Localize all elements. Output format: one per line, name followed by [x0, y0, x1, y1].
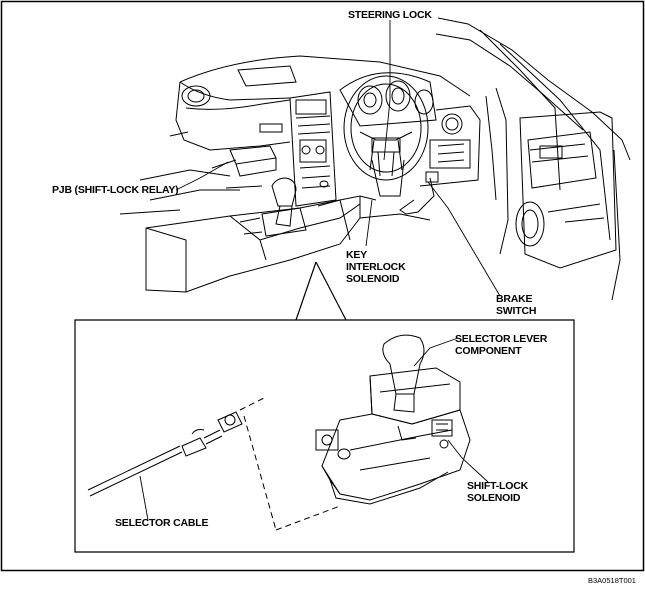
inset-callout [75, 262, 574, 552]
dashboard-illustration [120, 18, 630, 300]
leader-lines-inset [140, 338, 488, 520]
label-selector-lever-line-2: COMPONENT [455, 345, 522, 357]
label-selector-lever-line-1: SELECTOR LEVER [455, 333, 548, 345]
label-brake-switch-line-1: BRAKE [496, 293, 533, 305]
label-brake-switch-line-2: SWITCH [496, 305, 537, 317]
label-key-interlock-solenoid: KEY INTERLOCK SOLENOID [346, 249, 406, 285]
label-selector-lever-component: SELECTOR LEVER COMPONENT [455, 333, 547, 357]
selector-cable-illustration [88, 398, 340, 530]
label-steering-lock: STEERING LOCK [348, 9, 432, 21]
figure-code: B3A0518T001 [588, 576, 636, 585]
label-brake-switch: BRAKE SWITCH [496, 293, 536, 317]
label-pjb-shift-lock-relay: PJB (SHIFT-LOCK RELAY) [52, 184, 179, 196]
label-key-interlock-line-3: SOLENOID [346, 273, 400, 285]
label-shift-lock-solenoid: SHIFT-LOCK SOLENOID [467, 480, 528, 504]
label-key-interlock-line-2: INTERLOCK [346, 261, 406, 273]
outer-border [2, 2, 644, 571]
label-selector-cable: SELECTOR CABLE [115, 517, 209, 529]
label-shift-lock-line-2: SOLENOID [467, 492, 521, 504]
leader-lines-top [176, 20, 500, 296]
label-shift-lock-line-1: SHIFT-LOCK [467, 480, 528, 492]
selector-lever-assembly [316, 335, 470, 504]
label-key-interlock-line-1: KEY [346, 249, 367, 261]
